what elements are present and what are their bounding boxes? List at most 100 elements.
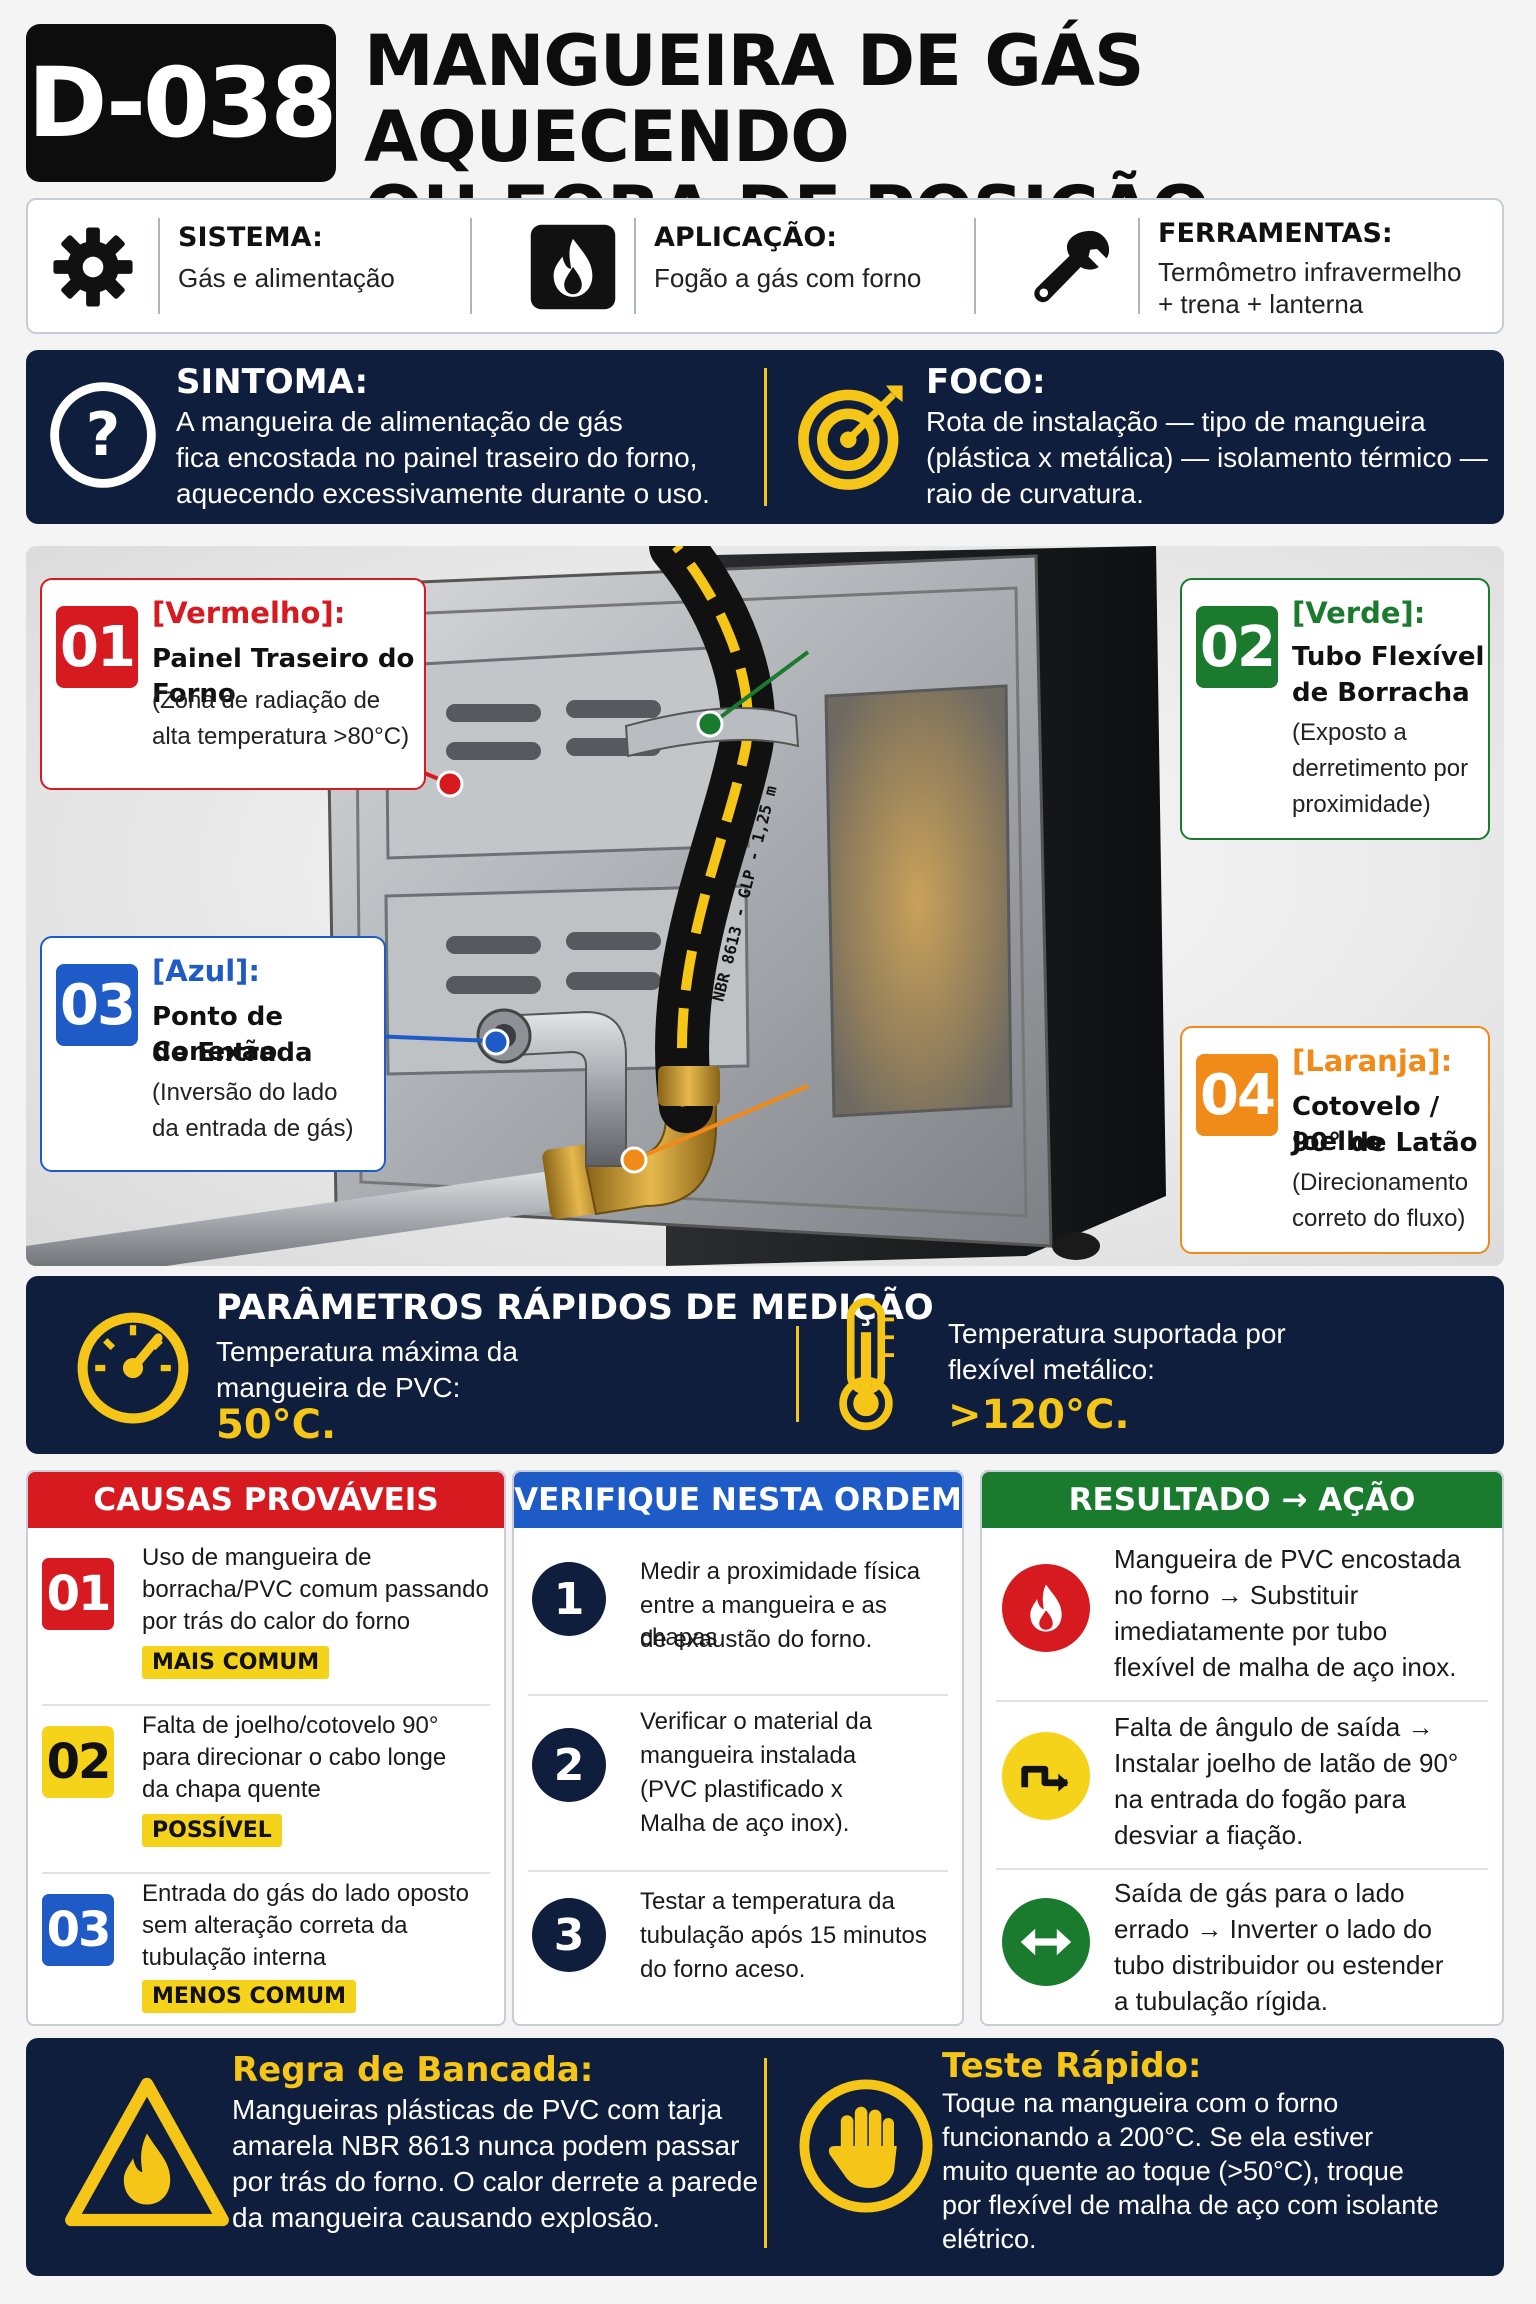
step-2-number: 2 [532,1728,606,1802]
footer-panel: Regra de Bancada: Mangueiras plásticas d… [26,2038,1504,2276]
callout-02-number: 02 [1196,606,1278,688]
callout-02-desc-3: proximidade) [1292,791,1431,818]
step-3-number: 3 [532,1898,606,1972]
resultado-3-line-2: errado → Inverter o lado do [1114,1914,1432,1944]
sintoma-line-3: aquecendo excessivamente durante o uso. [176,478,710,509]
params-right-line-2: flexível metálico: [948,1354,1155,1385]
resultado-3-line-3: tubo distribuidor ou estender [1114,1950,1444,1980]
sintoma-line-1: A mangueira de alimentação de gás [176,406,623,437]
teste-line-3: muito quente ao toque (>50°C), troque [942,2156,1404,2186]
callout-04-name-2: 90° de Latão [1292,1128,1478,1158]
causa-3-line-3: tubulação interna [142,1944,327,1971]
verifique-item-2: 2 Verificar o material da mangueira inst… [528,1706,948,1866]
causas-column: CAUSAS PROVÁVEIS 01 Uso de mangueira de … [26,1470,506,2026]
regra-line-3: por trás do forno. O calor derrete a par… [232,2166,759,2197]
resultado-item-2: Falta de ângulo de saída → Instalar joel… [996,1710,1488,1870]
flame-icon [528,222,618,312]
step-1-line-2: entre a mangueira e as chapas [640,1592,887,1652]
params-left-line-1: Temperatura máxima da [216,1336,518,1367]
callout-03-name-2: de Entrada [152,1038,313,1068]
resultado-1-line-4: flexível de malha de aço inox. [1114,1652,1457,1682]
callout-03-desc-2: da entrada de gás) [152,1115,354,1142]
regra-title: Regra de Bancada: [232,2050,594,2090]
callout-04: 04 [Laranja]: Cotovelo / Joelho 90° de L… [1180,1026,1490,1254]
callout-03-name-1: Ponto de Conexão [152,1002,284,1068]
callout-02-tag: [Verde]: [1292,596,1426,630]
title-line-1: MANGUEIRA DE GÁS AQUECENDO [364,20,1144,178]
causa-3-number: 03 [42,1894,114,1966]
callout-03-number: 03 [56,964,138,1046]
causa-1-badge: MAIS COMUM [142,1646,330,1679]
causa-1-number: 01 [42,1558,114,1630]
step-1-line-3: de exaustão do forno. [640,1626,873,1653]
gear-icon [48,222,138,312]
teste-title: Teste Rápido: [942,2046,1202,2086]
fire-icon [1002,1564,1090,1652]
causa-1-line-1: Uso de mangueira de [142,1544,372,1571]
callout-02-desc-2: derretimento por [1292,755,1469,782]
step-1-line-1: Medir a proximidade física [640,1558,921,1585]
thermometer-icon [826,1294,906,1434]
causas-title: CAUSAS PROVÁVEIS [28,1472,504,1528]
callout-04-tag: [Laranja]: [1292,1044,1453,1078]
info-aplicacao: APLICAÇÃO: Fogão a gás com forno [498,200,988,332]
causa-1-line-3: por trás do calor do forno [142,1608,411,1635]
sistema-text: Gás e alimentação [178,263,395,293]
step-1-number: 1 [532,1562,606,1636]
verifique-column: VERIFIQUE NESTA ORDEM 1 Medir a proximid… [512,1470,964,2026]
causa-2-line-2: para direcionar o cabo longe [142,1744,447,1771]
callout-04-desc-1: (Direcionamento [1292,1169,1469,1196]
causa-item-3: 03 Entrada do gás do lado oposto sem alt… [42,1880,490,2034]
callout-03-desc-1: (Inversão do lado [152,1079,338,1106]
callout-03-tag: [Azul]: [152,954,261,988]
causa-2-badge: POSSÍVEL [142,1814,282,1847]
resultado-item-3: Saída de gás para o lado errado → Invert… [996,1876,1488,2026]
verifique-item-3: 3 Testar a temperatura da tubulação após… [528,1886,948,2016]
resultado-3-line-1: Saída de gás para o lado [1114,1878,1405,1908]
teste-line-5: elétrico. [942,2224,1037,2254]
resultado-title: RESULTADO → AÇÃO [982,1472,1502,1528]
step-3-line-1: Testar a temperatura da [640,1888,895,1915]
callout-01-name: Painel Traseiro do Forno [152,644,415,710]
causa-item-1: 01 Uso de mangueira de borracha/PVC comu… [42,1544,490,1698]
aplicacao-label: APLICAÇÃO: [654,222,838,253]
resultado-2-line-2: Instalar joelho de latão de 90° [1114,1748,1459,1778]
step-2-line-1: Verificar o material da [640,1708,873,1735]
callout-02-name-2: de Borracha [1292,678,1470,708]
callout-04-number: 04 [1196,1054,1278,1136]
callout-02: 02 [Verde]: Tubo Flexível de Borracha (E… [1180,578,1490,840]
info-sistema: SISTEMA: Gás e alimentação [28,200,488,332]
code-badge: D-038 [26,24,337,182]
causa-2-line-3: da chapa quente [142,1776,321,1803]
callout-01-desc-2: alta temperatura >80°C) [152,723,410,750]
symptom-focus-panel: ? SINTOMA: A mangueira de alimentação de… [26,350,1504,524]
step-3-line-2: tubulação após 15 minutos [640,1922,927,1949]
params-left-value: 50°C. [216,1402,337,1448]
foco-line-2: (plástica x metálica) — isolamento térmi… [926,442,1488,473]
resultado-2-line-1: Falta de ângulo de saída → [1114,1712,1434,1742]
foco-label: FOCO: [926,362,1046,402]
callout-04-name-1: Cotovelo / Joelho [1292,1092,1440,1158]
step-3-line-3: do forno aceso. [640,1956,806,1983]
params-right-line-1: Temperatura suportada por [948,1318,1286,1349]
callout-01-number: 01 [56,606,138,688]
target-icon [794,376,912,494]
oven-back-illustration: NBR 8613 - GLP - 1,25 m 01 [Vermelho]: P… [26,546,1504,1266]
params-right-value: >120°C. [948,1392,1130,1438]
resultado-3-line-4: a tubulação rígida. [1114,1986,1328,2016]
verifique-title: VERIFIQUE NESTA ORDEM [514,1472,962,1528]
params-left-line-2: mangueira de PVC: [216,1372,461,1403]
ferramentas-line-1: Termômetro infravermelho [1158,257,1462,287]
resultado-column: RESULTADO → AÇÃO Mangueira de PVC encost… [980,1470,1504,2026]
wrench-icon [1028,222,1118,312]
warning-fire-icon [62,2072,232,2232]
callout-02-name-1: Tubo Flexível [1292,642,1485,672]
svg-text:?: ? [86,401,120,470]
resultado-1-line-1: Mangueira de PVC encostada [1114,1544,1461,1574]
causa-item-2: 02 Falta de joelho/cotovelo 90° para dir… [42,1712,490,1866]
regra-line-4: da mangueira causando explosão. [232,2202,661,2233]
causa-3-badge: MENOS COMUM [142,1980,357,2013]
info-ferramentas: FERRAMENTAS: Termômetro infravermelho + … [988,200,1504,332]
causa-3-line-1: Entrada do gás do lado oposto [142,1880,469,1907]
callout-04-desc-2: correto do fluxo) [1292,1205,1466,1232]
